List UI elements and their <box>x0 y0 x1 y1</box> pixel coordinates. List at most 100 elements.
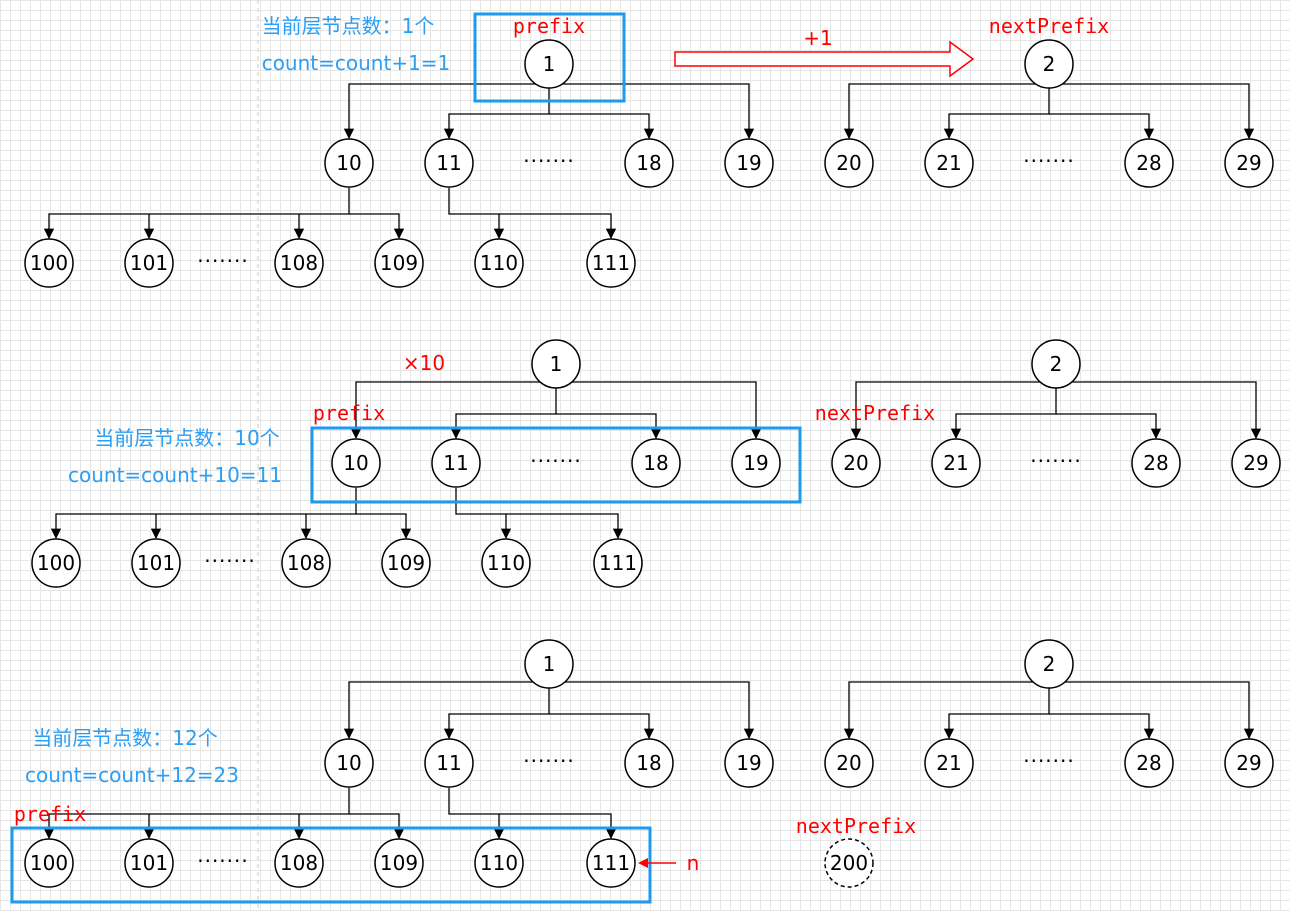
svg-text:101: 101 <box>130 851 168 875</box>
svg-text:20: 20 <box>843 451 868 475</box>
node-10: 10 <box>331 438 381 488</box>
node-19: 19 <box>724 738 774 788</box>
svg-text:1: 1 <box>550 352 563 376</box>
node-21: 21 <box>924 738 974 788</box>
node-20: 20 <box>824 738 874 788</box>
ellipsis: ······· <box>523 149 575 173</box>
node-19: 19 <box>731 438 781 488</box>
svg-text:1: 1 <box>543 52 556 76</box>
prefix-highlight-box <box>473 12 626 103</box>
n-pointer-arrowhead-icon <box>638 858 648 868</box>
node-100: 100 <box>31 538 81 588</box>
ellipsis: ······· <box>204 549 256 573</box>
node-101: 101 <box>124 238 174 288</box>
svg-text:29: 29 <box>1236 751 1261 775</box>
svg-text:18: 18 <box>636 151 661 175</box>
svg-text:20: 20 <box>836 151 861 175</box>
node-109: 109 <box>381 538 431 588</box>
svg-text:111: 111 <box>599 551 637 575</box>
node-100: 100 <box>24 838 74 888</box>
svg-text:1: 1 <box>543 652 556 676</box>
edges-tree1 <box>43 681 755 840</box>
info-line-2: count=count+1=1 <box>262 51 451 75</box>
svg-text:200: 200 <box>830 851 868 875</box>
svg-text:11: 11 <box>436 751 461 775</box>
node-root-1: 1 <box>531 339 581 389</box>
node-18: 18 <box>631 438 681 488</box>
prefix-label: prefix <box>14 802 86 826</box>
info-line-2: count=count+12=23 <box>25 763 239 787</box>
panel-3: 1 10 11 ······· 18 19 100 101 ······· 10… <box>10 639 1274 904</box>
svg-text:100: 100 <box>30 251 68 275</box>
panel-1: 1 10 11 ······· 18 19 100 101 ······· 10… <box>24 12 1274 288</box>
edges-tree2 <box>843 83 1255 140</box>
prefix-label: prefix <box>313 401 385 425</box>
step-label: +1 <box>803 26 832 50</box>
panel-2: 1 10 11 ······· 18 19 100 101 ······· 10… <box>31 339 1281 588</box>
svg-text:109: 109 <box>380 251 418 275</box>
svg-text:28: 28 <box>1143 451 1168 475</box>
svg-text:19: 19 <box>743 451 768 475</box>
node-100: 100 <box>24 238 74 288</box>
svg-text:2: 2 <box>1050 352 1063 376</box>
svg-text:18: 18 <box>643 451 668 475</box>
node-28: 28 <box>1124 738 1174 788</box>
svg-text:29: 29 <box>1236 151 1261 175</box>
svg-text:100: 100 <box>30 851 68 875</box>
node-101: 101 <box>124 838 174 888</box>
svg-text:110: 110 <box>487 551 525 575</box>
svg-text:110: 110 <box>480 851 518 875</box>
svg-text:28: 28 <box>1136 151 1161 175</box>
svg-text:21: 21 <box>943 451 968 475</box>
next-prefix-label: nextPrefix <box>796 814 916 838</box>
prefix-label: prefix <box>513 14 585 38</box>
node-108: 108 <box>274 238 324 288</box>
info-line-1: 当前层节点数：10个 <box>94 426 279 450</box>
node-109: 109 <box>374 838 424 888</box>
svg-text:18: 18 <box>636 751 661 775</box>
svg-text:19: 19 <box>736 751 761 775</box>
node-root-1: 1 <box>524 39 574 89</box>
node-root-2: 2 <box>1024 39 1074 89</box>
svg-text:10: 10 <box>336 751 361 775</box>
step-arrow-icon <box>674 40 975 78</box>
node-18: 18 <box>624 138 674 188</box>
svg-text:101: 101 <box>130 251 168 275</box>
info-line-1: 当前层节点数：1个 <box>262 14 435 38</box>
svg-text:101: 101 <box>137 551 175 575</box>
node-109: 109 <box>374 238 424 288</box>
node-110: 110 <box>474 838 524 888</box>
info-line-1: 当前层节点数：12个 <box>32 726 217 750</box>
ellipsis: ······· <box>530 449 582 473</box>
svg-text:108: 108 <box>280 251 318 275</box>
info-line-2: count=count+10=11 <box>68 463 282 487</box>
node-root-1: 1 <box>524 639 574 689</box>
node-21: 21 <box>924 138 974 188</box>
node-root-2: 2 <box>1031 339 1081 389</box>
node-19: 19 <box>724 138 774 188</box>
node-18: 18 <box>624 738 674 788</box>
node-110: 110 <box>481 538 531 588</box>
node-108: 108 <box>274 838 324 888</box>
node-111: 111 <box>586 238 636 288</box>
svg-text:10: 10 <box>343 451 368 475</box>
node-111: 111 <box>586 838 636 888</box>
svg-text:29: 29 <box>1243 451 1268 475</box>
node-root-2: 2 <box>1024 639 1074 689</box>
ellipsis: ······· <box>1023 749 1075 773</box>
ellipsis: ······· <box>523 749 575 773</box>
ellipsis: ······· <box>197 249 249 273</box>
svg-text:21: 21 <box>936 151 961 175</box>
edges-tree2 <box>843 681 1255 740</box>
next-prefix-label: nextPrefix <box>815 401 935 425</box>
svg-text:111: 111 <box>592 851 630 875</box>
node-110: 110 <box>474 238 524 288</box>
svg-text:21: 21 <box>936 751 961 775</box>
node-10: 10 <box>324 738 374 788</box>
ellipsis: ······· <box>197 849 249 873</box>
svg-text:109: 109 <box>380 851 418 875</box>
node-200-next-prefix: 200 <box>824 838 874 888</box>
prefix-highlight-box <box>10 826 652 904</box>
node-21: 21 <box>931 438 981 488</box>
